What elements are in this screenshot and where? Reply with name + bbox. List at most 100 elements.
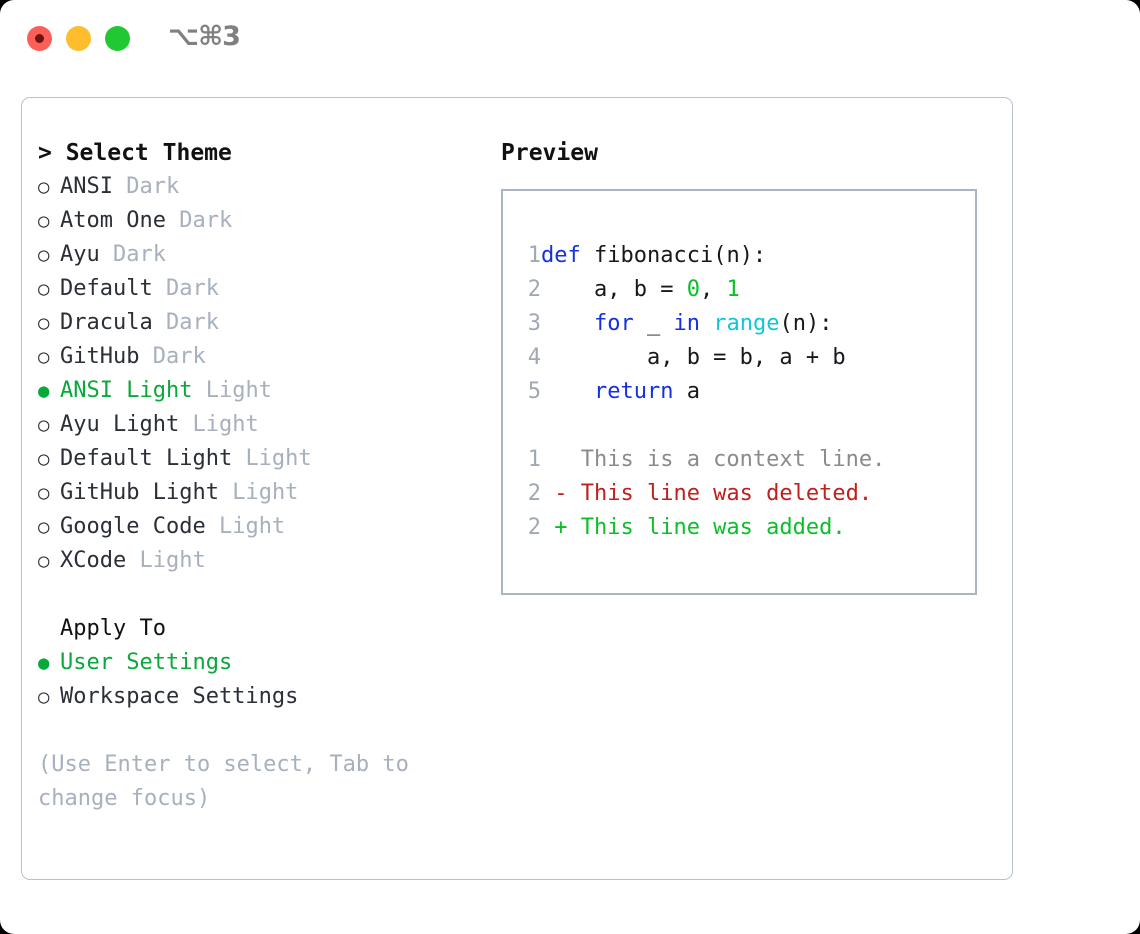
theme-name: GitHub Light [60,480,219,505]
apply-to-option[interactable]: ○ Workspace Settings [38,680,468,714]
theme-kind-spacer [126,544,139,578]
theme-name: Default [60,276,153,301]
code-token: range [713,311,780,336]
theme-kind-spacer [153,306,166,340]
theme-list-item[interactable]: ○ANSI Dark [38,170,468,204]
theme-list-item[interactable]: ○ Dracula Dark [38,306,468,340]
diff-line: 2 - This line was deleted. [519,477,885,511]
radio-unselected-icon[interactable]: ○ [38,346,50,368]
radio-selected-icon[interactable]: ● [38,652,50,674]
theme-list-column: > Select Theme ○ANSI Dark○Atom One Dark○… [38,136,468,816]
apply-to-option[interactable]: ● User Settings [38,646,468,680]
code-token: (n): [779,311,833,336]
radio-selected-icon[interactable]: ● [38,380,50,402]
theme-list-item[interactable]: ○Default Light Light [38,442,468,476]
theme-list-item[interactable]: ○GitHub Dark [38,340,468,374]
preview-heading: Preview [501,140,598,166]
theme-kind-spacer [153,272,166,306]
theme-kind: Dark [165,310,219,335]
code-line: 2 a, b = 0, 1 [519,273,885,307]
code-token: a [673,379,700,404]
list-spacer [38,578,468,612]
code-token [541,311,594,336]
code-line: 4 a, b = b, a + b [519,341,885,375]
theme-name: Google Code [60,514,206,539]
theme-name: Dracula [60,310,153,335]
theme-name: GitHub [60,344,140,369]
theme-kind-spacer [179,408,192,442]
theme-kind: Light [232,480,299,505]
theme-name: ANSI Light [60,378,193,403]
radio-unselected-icon[interactable]: ○ [38,210,50,232]
select-theme-heading: > Select Theme [38,140,232,166]
theme-kind: Dark [126,174,180,199]
maximize-window-button[interactable] [105,26,130,51]
theme-kind: Dark [165,276,219,301]
code-token: for [593,311,634,336]
theme-list[interactable]: ○ANSI Dark○Atom One Dark○Ayu Dark○Defaul… [38,170,468,578]
title-bar: ⌥⌘3 [0,0,1140,78]
theme-kind: Light [139,548,206,573]
keyboard-hint-text: (Use Enter to select, Tab to change focu… [38,752,423,811]
theme-list-item[interactable]: ○ GitHub Light Light [38,476,468,510]
radio-unselected-icon[interactable]: ○ [38,550,50,572]
diff-line: 1 This is a context line. [519,443,886,477]
radio-unselected-icon[interactable]: ○ [38,516,50,538]
line-number: 1 [527,447,541,472]
diff-line: 2 + This line was added. [519,511,885,545]
theme-kind-spacer [206,510,219,544]
theme-kind: Light [218,514,286,539]
apply-to-heading: Apply To [60,616,166,641]
line-number: 4 [527,345,541,370]
radio-unselected-icon[interactable]: ○ [38,176,50,198]
theme-list-item[interactable]: ○ Default Dark [38,272,468,306]
code-token: fibonacci(n): [580,243,767,268]
theme-name: Ayu Light [60,412,180,437]
theme-kind-spacer [113,170,126,204]
apply-to-list[interactable]: ● User Settings ○ Workspace Settings [38,646,468,714]
close-window-button[interactable] [27,26,52,51]
code-token: def [541,243,581,268]
radio-unselected-icon[interactable]: ○ [38,414,50,436]
code-token: , [699,277,727,302]
theme-list-item[interactable]: ○Atom One Dark [38,204,468,238]
code-token [541,379,594,404]
theme-list-item[interactable]: ○ Ayu Light Light [38,408,468,442]
theme-list-item[interactable]: ○ XCode Light [38,544,468,578]
theme-name: Atom One [60,208,166,233]
code-line: 3 for _ in range(n): [519,307,885,341]
radio-unselected-icon[interactable]: ○ [38,686,50,708]
radio-unselected-icon[interactable]: ○ [38,482,50,504]
line-number: 2 [527,277,541,302]
radio-unselected-icon[interactable]: ○ [38,312,50,334]
radio-unselected-icon[interactable]: ○ [38,244,50,266]
window-controls [27,26,130,51]
theme-kind-spacer [192,374,205,408]
code-token: 0 [686,277,700,302]
theme-name: Ayu [60,242,100,267]
apply-to-label: User Settings [60,650,233,675]
radio-unselected-icon[interactable]: ○ [38,278,50,300]
code-token: _ [633,311,674,336]
theme-list-item[interactable]: ● ANSI Light Light [38,374,468,408]
theme-list-item[interactable]: ○ Google Code Light [38,510,468,544]
line-number: 3 [527,311,541,336]
minimize-window-button[interactable] [66,26,91,51]
theme-selector-panel: > Select Theme ○ANSI Dark○Atom One Dark○… [21,97,1013,880]
apply-to-label: Workspace Settings [60,684,299,709]
theme-list-item[interactable]: ○Ayu Dark [38,238,468,272]
theme-kind-spacer [166,204,179,238]
code-line: 5 return a [519,375,885,409]
theme-name: XCode [60,548,127,573]
code-blank-line [519,409,885,443]
radio-unselected-icon[interactable]: ○ [38,448,50,470]
keyboard-shortcut-label: ⌥⌘3 [168,21,241,52]
theme-kind-spacer [219,476,232,510]
line-number: 1 [527,243,541,268]
theme-kind: Light [192,412,259,437]
code-token [700,311,713,336]
theme-kind: Light [205,378,272,403]
